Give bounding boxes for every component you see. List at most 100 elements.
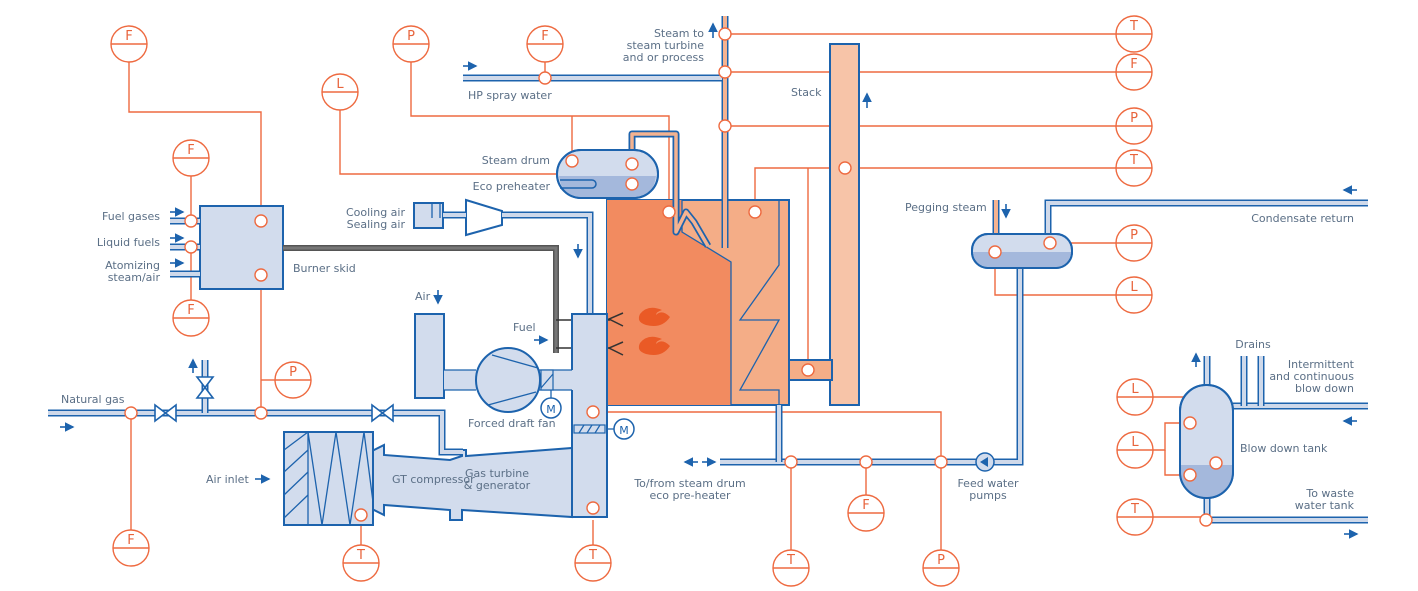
valve-icon[interactable] — [154, 403, 177, 423]
labels: Fuel gases Liquid fuels Atomizing steam/… — [61, 27, 1355, 512]
instrument-letter: L — [1131, 435, 1139, 450]
label-condensate-return: Condensate return — [1251, 212, 1354, 225]
deaerator-tank — [971, 233, 1073, 269]
label-feed-water: Feed water — [957, 477, 1019, 490]
instrument-letter: F — [125, 29, 132, 44]
instrument-l-drum: L — [321, 73, 359, 111]
instrument-l-blowdown-2: L — [1116, 431, 1154, 469]
label-atomizing-2: steam/air — [108, 271, 161, 284]
label-steam-drum: Steam drum — [482, 154, 550, 167]
label-blow-down-tank: Blow down tank — [1240, 442, 1328, 455]
instrument-f-feedwater: F — [847, 494, 885, 532]
label-atomizing: Atomizing — [105, 259, 160, 272]
label-drains: Drains — [1235, 338, 1271, 351]
instrument-f-hp-spray: F — [526, 25, 564, 63]
label-to-from-2: eco pre-heater — [649, 489, 731, 502]
instrument-t-duct: T — [574, 544, 612, 582]
label-liquid-fuels: Liquid fuels — [97, 236, 160, 249]
instrument-p-deaerator: P — [1115, 224, 1153, 262]
instrument-f-fuel-gases: F — [172, 139, 210, 177]
label-stack: Stack — [791, 86, 822, 99]
label-gt-compressor: GT compressor — [392, 473, 475, 486]
instrument-f-liquid-fuels: F — [172, 299, 210, 337]
instrument-letter: T — [356, 548, 365, 563]
label-eco-preheater: Eco preheater — [473, 180, 551, 193]
label-sealing-air: Sealing air — [347, 218, 406, 231]
instrument-letter: P — [407, 29, 415, 44]
instrument-t-feedwater: T — [772, 549, 810, 587]
tap-points — [124, 27, 1223, 527]
instrument-letter: F — [1130, 57, 1137, 72]
label-natural-gas: Natural gas — [61, 393, 125, 406]
label-continuous: and continuous — [1269, 370, 1354, 383]
label-fuel: Fuel — [513, 321, 536, 334]
cooling-air-filter — [413, 202, 444, 229]
instrument-p-burner: P — [274, 361, 312, 399]
label-steam-to-3: and or process — [623, 51, 704, 64]
label-to-from-steam-drum: To/from steam drum — [633, 477, 745, 490]
instrument-letter: F — [187, 303, 194, 318]
instrument-letter: T — [588, 548, 597, 563]
instrument-l-blowdown-1: L — [1116, 378, 1154, 416]
label-fuel-gases: Fuel gases — [102, 210, 160, 223]
damper-motor — [613, 418, 635, 440]
instrument-p-steam: P — [1115, 107, 1153, 145]
label-intermittent: Intermittent — [1288, 358, 1355, 371]
label-blow-down: blow down — [1295, 382, 1354, 395]
instrument-p-drum: P — [392, 25, 430, 63]
instrument-letter: T — [1129, 19, 1138, 34]
label-steam-to: Steam to — [654, 27, 704, 40]
label-air: Air — [415, 290, 431, 303]
fd-fan-inlet-box — [414, 313, 445, 399]
fan-motor — [540, 397, 562, 419]
valve-icon[interactable] — [195, 376, 215, 399]
instrument-t-economizer: T — [1115, 149, 1153, 187]
instrument-t-blowdown: T — [1116, 498, 1154, 536]
instrument-l-deaerator: L — [1115, 276, 1153, 314]
stack — [829, 43, 860, 406]
burner-skid — [199, 205, 284, 290]
valve-icon[interactable] — [371, 403, 394, 423]
label-steam-to-2: steam turbine — [627, 39, 705, 52]
instrument-letter: F — [862, 498, 869, 513]
instrument-letter: F — [541, 29, 548, 44]
instrument-letter: L — [336, 77, 344, 92]
instrument-letter: P — [289, 365, 297, 380]
instrument-letter: T — [1130, 502, 1139, 517]
instrument-letter: F — [187, 143, 194, 158]
motor-label: M — [546, 403, 556, 416]
flame-icon — [638, 336, 670, 355]
burner-flames — [607, 307, 670, 356]
instrument-f-natural-gas: F — [112, 529, 150, 567]
label-forced-draft-fan: Forced draft fan — [468, 417, 556, 430]
instrument-letter: T — [786, 553, 795, 568]
forced-draft-fan — [475, 347, 541, 413]
instrument-f-burner-top: F — [110, 25, 148, 63]
instrument-letter: F — [127, 533, 134, 548]
instrument-letter: P — [1130, 228, 1138, 243]
flame-icon — [638, 307, 670, 326]
label-air-inlet: Air inlet — [206, 473, 249, 486]
instrument-letter: L — [1131, 382, 1139, 397]
label-water-tank: water tank — [1295, 499, 1355, 512]
instrument-bubbles: F F F P F T T P L F T F P T P L T F P L L T — [110, 15, 1154, 587]
label-gas-turbine: Gas turbine — [465, 467, 529, 480]
label-gas-turbine-2: & generator — [464, 479, 531, 492]
instrument-letter: P — [1130, 111, 1138, 126]
instrument-letter: L — [1130, 280, 1138, 295]
label-burner-skid: Burner skid — [293, 262, 356, 275]
instrument-letter: T — [1129, 153, 1138, 168]
label-hp-spray-water: HP spray water — [468, 89, 552, 102]
label-feed-water-2: pumps — [969, 489, 1007, 502]
label-to-waste: To waste — [1305, 487, 1354, 500]
flow-arrows — [60, 22, 1359, 539]
motor-label: M — [619, 424, 629, 437]
instrument-t-air-inlet: T — [342, 544, 380, 582]
instrument-f-steam: F — [1115, 53, 1153, 91]
label-cooling-air: Cooling air — [346, 206, 406, 219]
label-pegging-steam: Pegging steam — [905, 201, 987, 214]
instrument-t-steam: T — [1115, 15, 1153, 53]
sealing-air-blower — [465, 198, 503, 237]
instrument-letter: P — [937, 553, 945, 568]
